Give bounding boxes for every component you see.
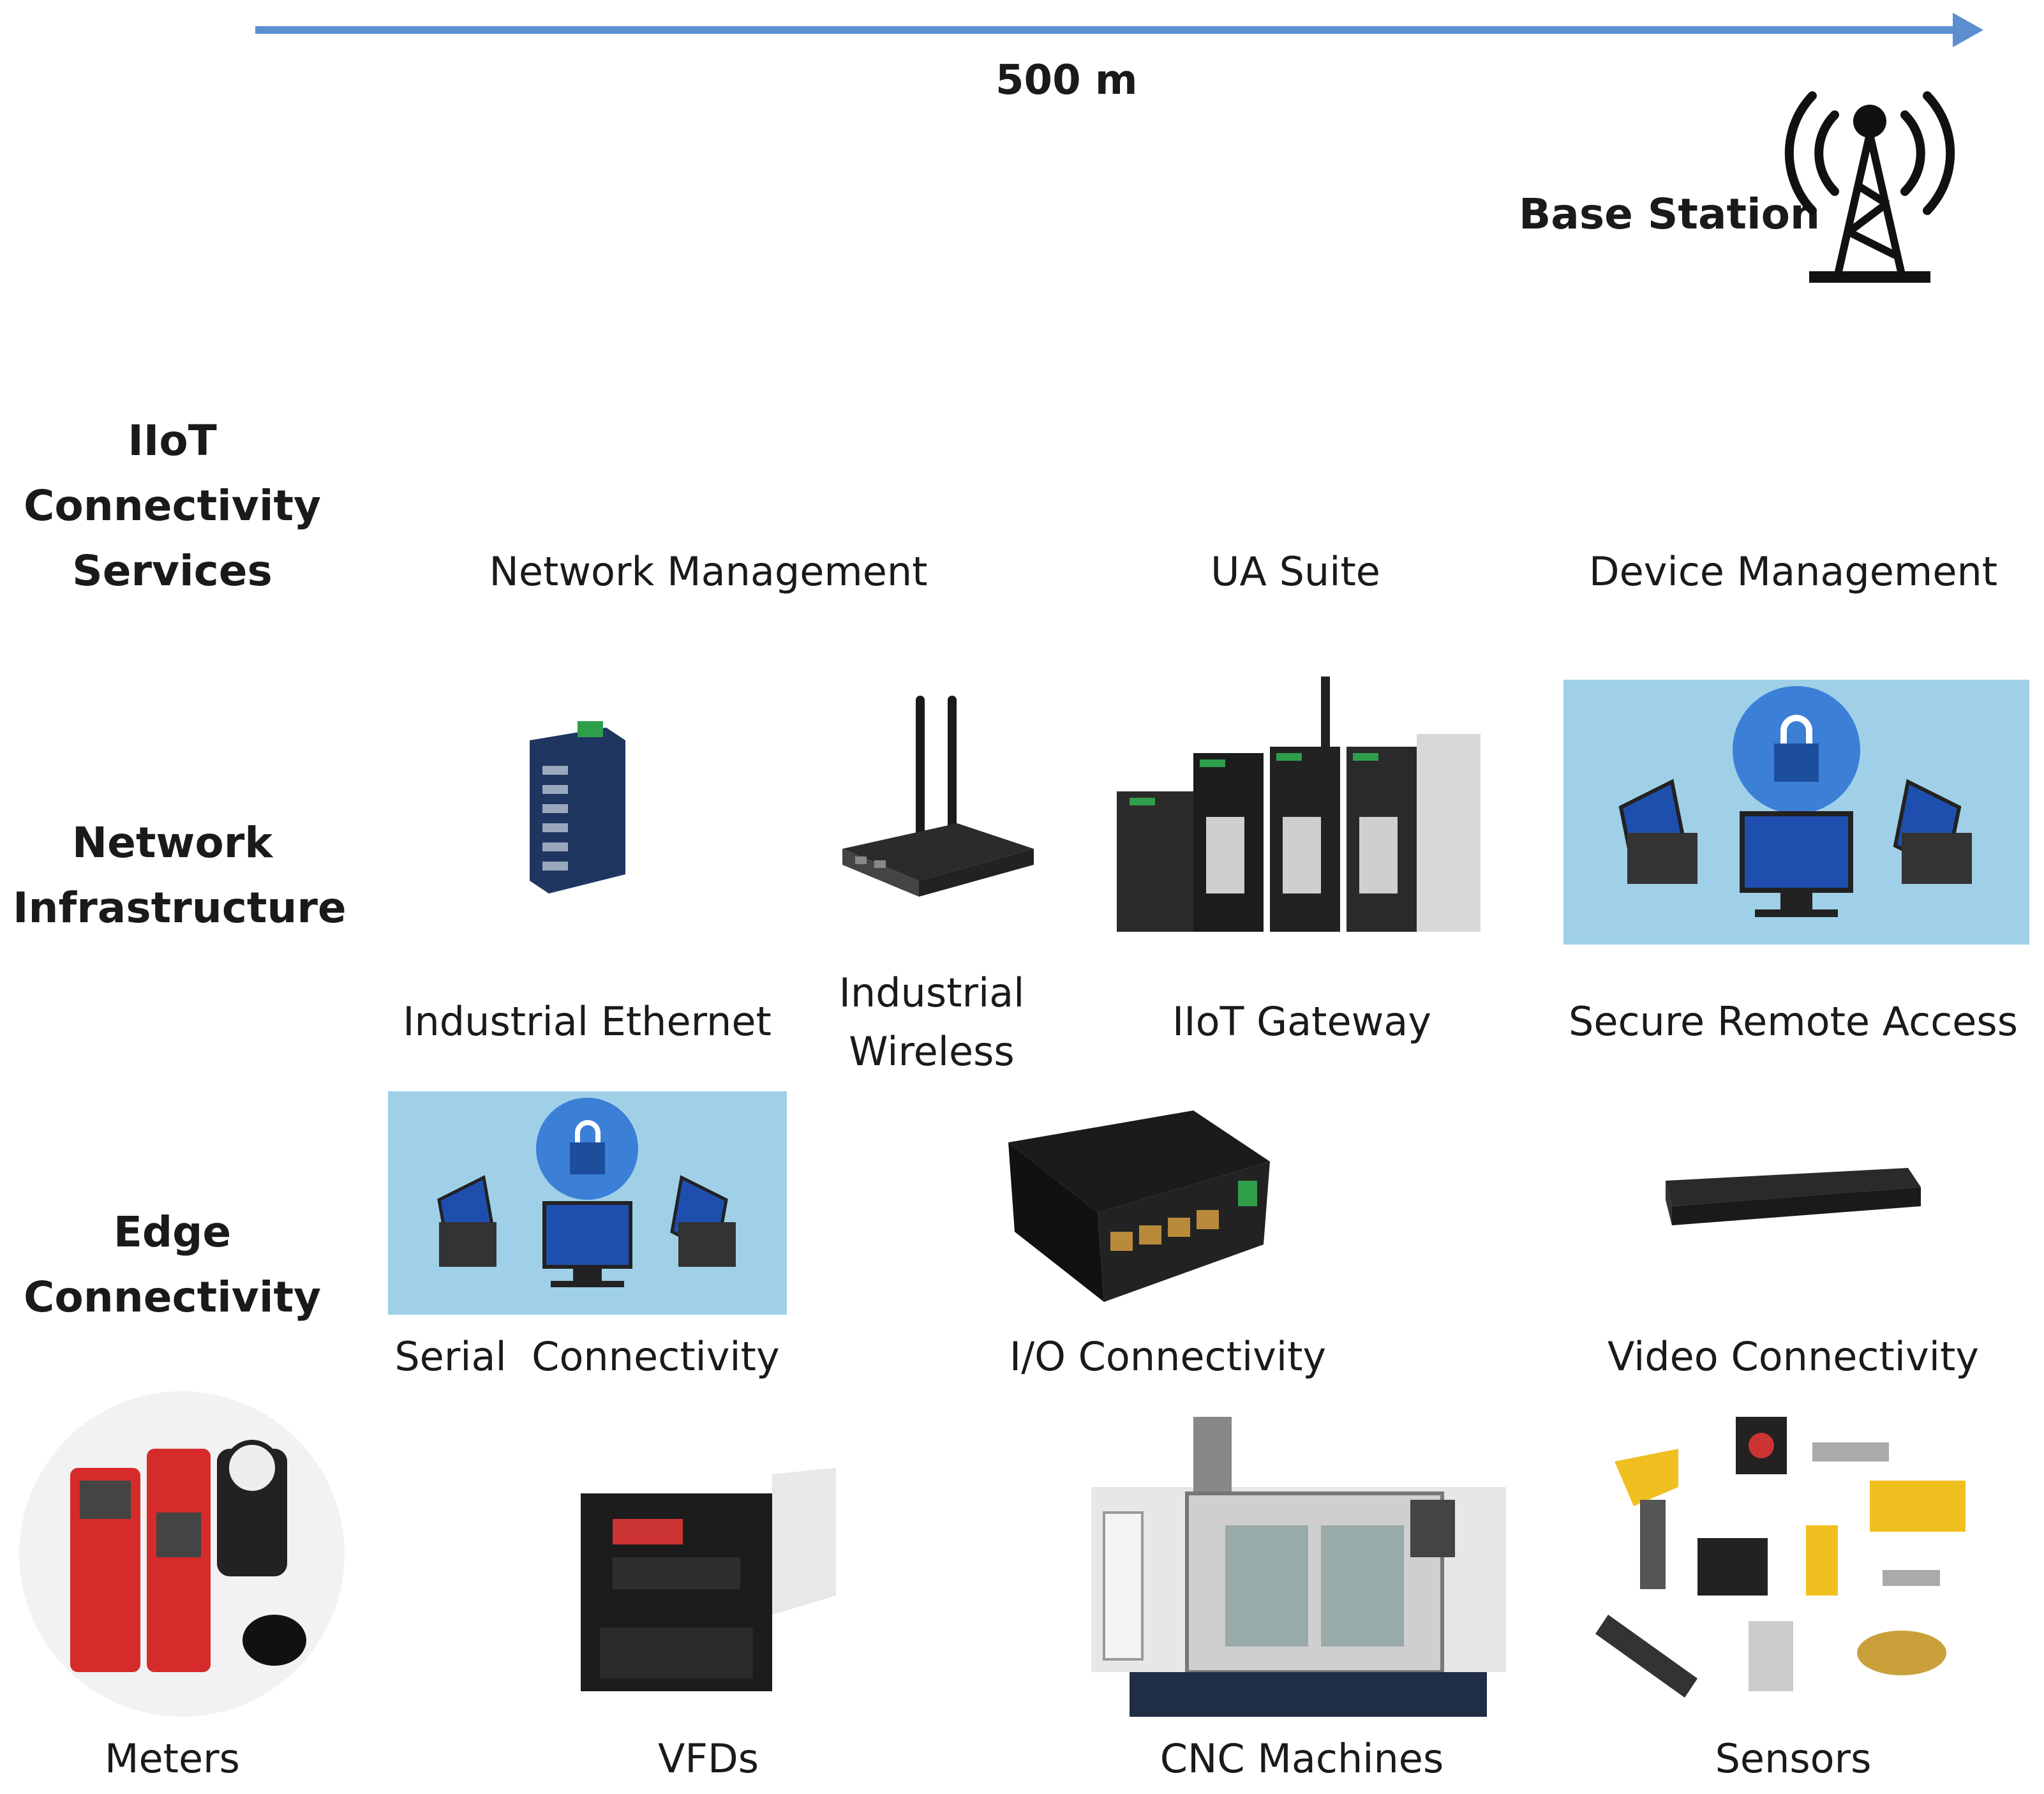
- distance-label: 500 m: [996, 57, 1138, 104]
- cell-tower-icon: [1784, 91, 1955, 283]
- label-io-connectivity: I/O Connectivity: [1009, 1333, 1327, 1380]
- io-connectivity-image: [1008, 1110, 1270, 1302]
- serial-connectivity-image: [388, 1091, 787, 1315]
- label-sensors: Sensors: [1715, 1735, 1872, 1782]
- secure-remote-access-image: [1563, 680, 2029, 945]
- heading-edge-connectivity: Edge Connectivity: [23, 1207, 322, 1322]
- meters-image: [19, 1391, 345, 1717]
- label-secure-remote-access: Secure Remote Access: [1568, 998, 2018, 1045]
- label-device-management: Device Management: [1588, 548, 1998, 595]
- heading-network-infrastructure: Network Infrastructure: [13, 818, 347, 932]
- cnc-machine-image: [1091, 1417, 1506, 1717]
- heading-iiot-services: IIoT Connectivity Services: [23, 416, 322, 595]
- label-iiot-gateway: IIoT Gateway: [1172, 998, 1431, 1045]
- label-serial-connectivity: Serial Connectivity: [394, 1333, 780, 1380]
- label-industrial-wireless: Industrial Wireless: [839, 969, 1025, 1075]
- wireless-router-image: [842, 696, 1034, 897]
- label-vfds: VFDs: [657, 1735, 759, 1782]
- iiot-gateway-image: [1117, 676, 1481, 932]
- vfd-image: [581, 1468, 836, 1691]
- label-ua-suite: UA Suite: [1211, 548, 1380, 595]
- label-cnc-machines: CNC Machines: [1160, 1735, 1444, 1782]
- distance-arrow: [255, 13, 1983, 47]
- ethernet-switch-image: [530, 721, 625, 893]
- video-connectivity-image: [1666, 1168, 1921, 1225]
- label-video-connectivity: Video Connectivity: [1608, 1333, 1979, 1380]
- base-station-label: Base Station: [1519, 190, 1820, 239]
- label-industrial-ethernet: Industrial Ethernet: [403, 998, 772, 1045]
- label-meters: Meters: [105, 1735, 240, 1782]
- label-network-management: Network Management: [489, 548, 928, 595]
- sensors-image: [1595, 1417, 1966, 1698]
